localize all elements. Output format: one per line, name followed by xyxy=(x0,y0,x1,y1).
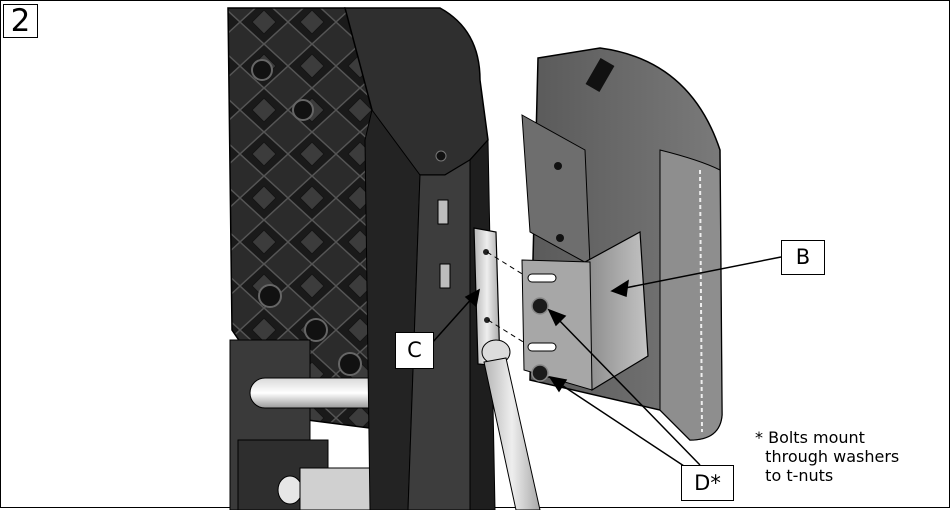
leader-lines xyxy=(431,256,782,471)
seat-back-lattice xyxy=(227,7,391,431)
mounting-arm xyxy=(473,227,541,510)
callout-b-label: B xyxy=(781,240,825,275)
callout-c-label: C xyxy=(395,332,434,369)
step-number: 2 xyxy=(3,4,38,38)
note-line: through washers xyxy=(755,447,900,466)
bolt-note: * Bolts mount through washers to t-nuts xyxy=(755,428,899,485)
bolt-icon xyxy=(531,297,549,382)
monitor-bracket xyxy=(521,114,649,392)
chair-back-frame xyxy=(344,7,496,510)
callout-d-label: D* xyxy=(681,465,734,501)
note-line: * Bolts mount xyxy=(755,428,865,447)
note-line: to t-nuts xyxy=(755,466,834,485)
